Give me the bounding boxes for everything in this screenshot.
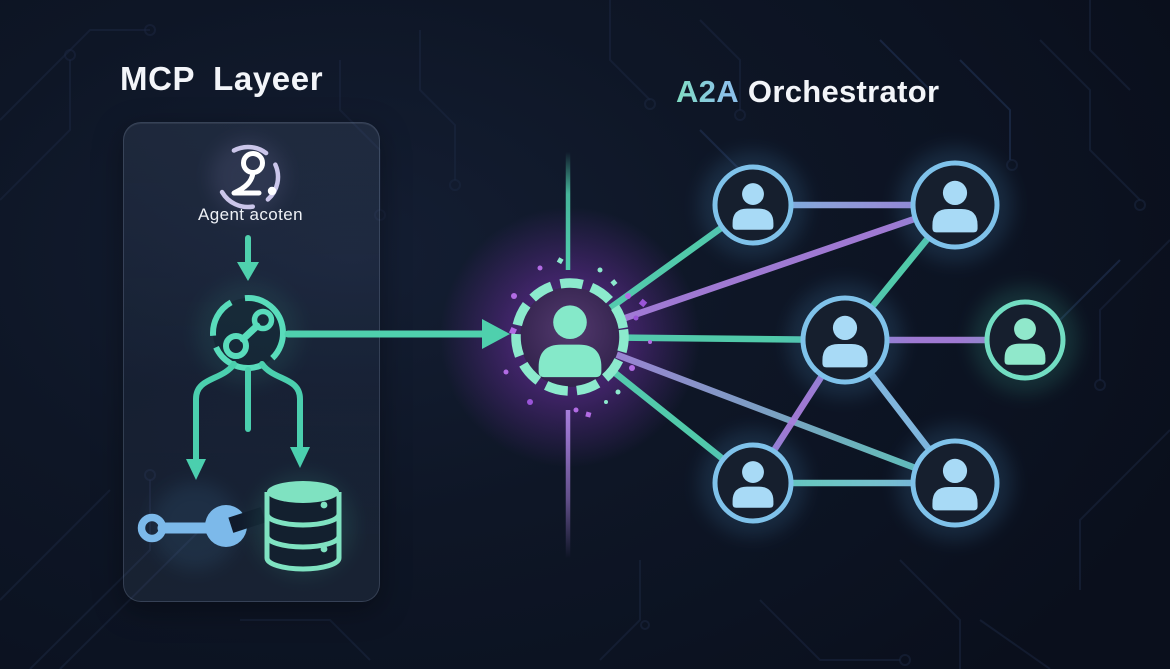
mcp-title-word2: Layeer [213, 60, 324, 97]
mcp-layer-title: MCP Layeer [120, 60, 323, 98]
mcp-title-word1: MCP [120, 60, 196, 97]
mcp-panel [123, 122, 380, 602]
agent-badge-label: Agent acoten [198, 205, 303, 224]
a2a-title-highlight: A2A [676, 74, 739, 109]
a2a-title-rest: Orchestrator [747, 74, 940, 109]
